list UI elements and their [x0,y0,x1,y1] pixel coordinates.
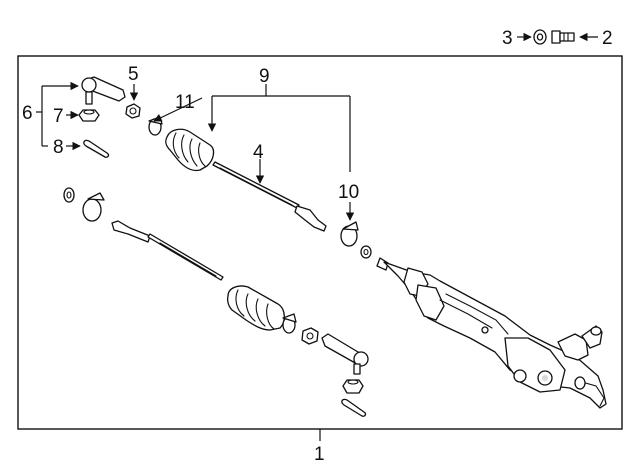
part-4-tie-rod-lower [111,220,224,281]
callout-11: 11 [175,92,195,113]
part-6-tie-rod-end-lower [321,333,369,375]
callout-9: 9 [259,66,270,87]
part-7-castle-nut-lower [342,379,364,394]
part-3-nut [533,29,547,45]
part-5-jam-nut-lower [301,327,319,345]
callout-3: 3 [502,28,513,49]
callout-7: 7 [53,106,64,127]
callout-2: 2 [602,28,613,49]
part-1-steering-gear-housing [376,257,607,409]
part-10-boot-clamp-large-lower [82,192,105,222]
washer-upper [360,245,372,259]
callout-5: 5 [128,64,139,85]
callout-1: 1 [314,444,325,465]
callout-8: 8 [53,137,64,158]
part-4-tie-rod-upper [212,161,327,232]
callout-11-leader [153,97,203,122]
part-7-castle-nut-upper [78,109,100,122]
part-9-bellows-boot-upper [165,128,215,172]
part-5-jam-nut-upper [125,103,141,119]
callout-10: 10 [338,182,359,203]
callout-6: 6 [22,103,33,124]
part-9-bellows-boot-lower [226,285,285,331]
part-8-cotter-pin-upper [83,139,110,158]
part-2-bolt [551,30,575,44]
callout-4: 4 [253,142,264,163]
part-10-boot-clamp-large-upper [340,221,359,247]
part-11-boot-clamp-small-lower [282,313,297,334]
part-6-tie-rod-end-upper [81,76,126,105]
part-8-cotter-pin-lower [341,398,367,417]
washer-lower [63,187,75,203]
